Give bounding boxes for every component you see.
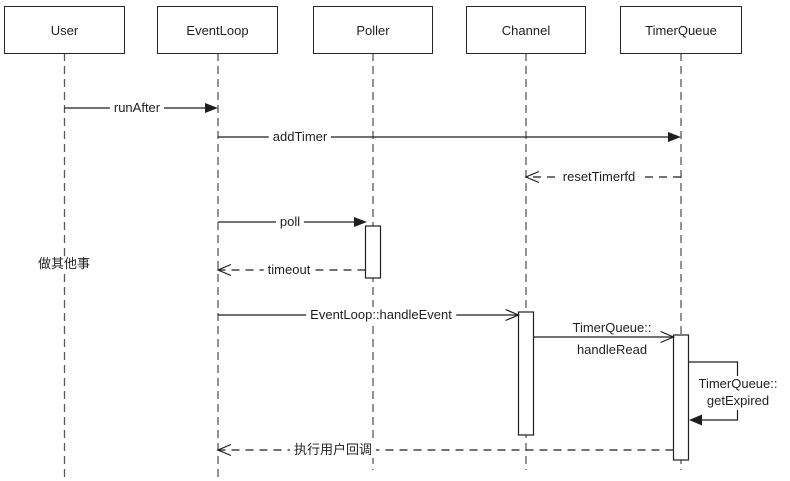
- arrowhead-handleread: [660, 330, 676, 344]
- arrowhead-resettimerfd: [524, 170, 540, 184]
- activation-bar-timerqueue: [672, 334, 690, 461]
- arrowhead-runafter: [205, 103, 218, 113]
- message-label-handleread-line2: handleRead: [576, 342, 648, 357]
- actor-box-timerqueue: TimerQueue: [620, 6, 742, 54]
- message-label-runafter: runAfter: [109, 100, 165, 116]
- arrowhead-handleevent: [505, 308, 521, 322]
- message-label-handleevent: EventLoop::handleEvent: [306, 307, 456, 323]
- actor-box-eventloop: EventLoop: [157, 6, 278, 54]
- note-do-other-things: 做其他事: [33, 256, 95, 272]
- arrowhead-timeout: [216, 263, 232, 277]
- activation-bar-channel: [517, 311, 535, 436]
- actor-box-user: User: [4, 6, 125, 54]
- message-label-user-callback: 执行用户回调: [289, 442, 377, 458]
- message-label-handleread-line1: TimerQueue::: [572, 320, 652, 335]
- message-label-handleread: TimerQueue:: handleRead: [573, 320, 652, 364]
- message-label-getexpired-line1: TimerQueue::: [698, 376, 778, 391]
- arrowhead-getexpired: [689, 414, 702, 426]
- message-label-poll: poll: [275, 214, 305, 230]
- arrowhead-user-callback: [216, 443, 232, 457]
- message-label-resettimerfd: resetTimerfd: [558, 169, 640, 185]
- actor-box-channel: Channel: [466, 6, 586, 54]
- message-label-getexpired: TimerQueue:: getExpired: [694, 376, 782, 410]
- arrowhead-addtimer: [668, 132, 681, 142]
- message-label-getexpired-line2: getExpired: [706, 393, 770, 408]
- message-label-addtimer: addTimer: [268, 129, 332, 145]
- arrowhead-poll: [354, 217, 367, 227]
- message-label-timeout: timeout: [263, 262, 315, 278]
- activation-bar-poller: [364, 225, 382, 279]
- actor-box-poller: Poller: [313, 6, 433, 54]
